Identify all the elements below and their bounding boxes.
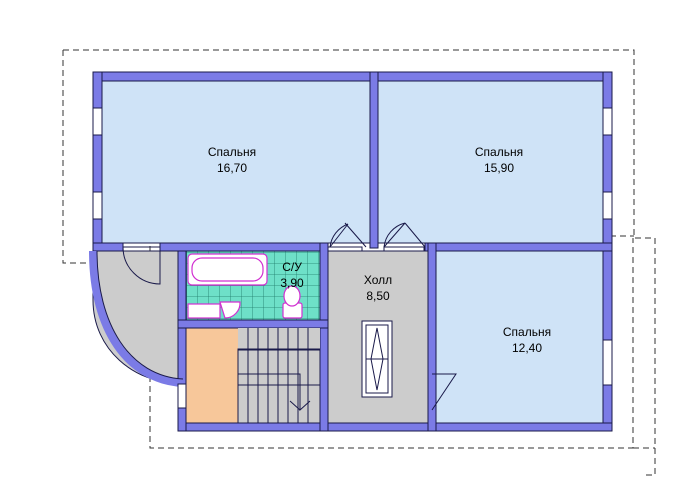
wall-bedrooms-bottom-right: [424, 242, 613, 252]
room-bedroom-3: [435, 250, 604, 424]
outer-wall-top: [92, 71, 613, 82]
bathroom-area: 3,90: [280, 276, 304, 290]
wall-bedrooms-bottom-mid: [159, 242, 327, 252]
dashed-roof-outline-left: [62, 50, 98, 264]
bedroom-3-area: 12,40: [512, 341, 542, 355]
wall-bedrooms-bottom-left: [92, 242, 124, 252]
wall-bath-bottom: [177, 319, 329, 329]
bedroom-3-name: Спальня: [503, 325, 551, 339]
wall-bedroom-separator: [369, 71, 379, 249]
toilet: [282, 285, 303, 319]
bedroom-1-name: Спальня: [208, 145, 256, 159]
staircase: [237, 328, 321, 424]
bedroom-2-name: Спальня: [475, 145, 523, 159]
skylight: [361, 320, 393, 398]
room-bedroom-2: [377, 80, 604, 244]
hall-stair-landing: [238, 328, 320, 423]
hall-name: Холл: [364, 273, 392, 287]
doors: [122, 222, 457, 411]
bay-window-wall-outline: [96, 250, 184, 380]
bathtub: [187, 253, 268, 286]
wall-bath-right: [319, 242, 329, 432]
sink: [187, 301, 241, 319]
bedroom-1-area: 16,70: [217, 161, 247, 175]
dashed-roof-outline: [63, 49, 656, 476]
windows: [92, 107, 613, 409]
hall-area: 8,50: [366, 289, 390, 303]
outer-wall-bottom: [177, 422, 613, 432]
bay-window-wall: [89, 250, 184, 387]
outer-wall-left: [92, 71, 103, 253]
room-bedroom-1: [101, 80, 371, 244]
bathroom-name: С/У: [282, 260, 302, 274]
wall-hall-right: [427, 242, 437, 432]
bedroom-2-area: 15,90: [484, 161, 514, 175]
